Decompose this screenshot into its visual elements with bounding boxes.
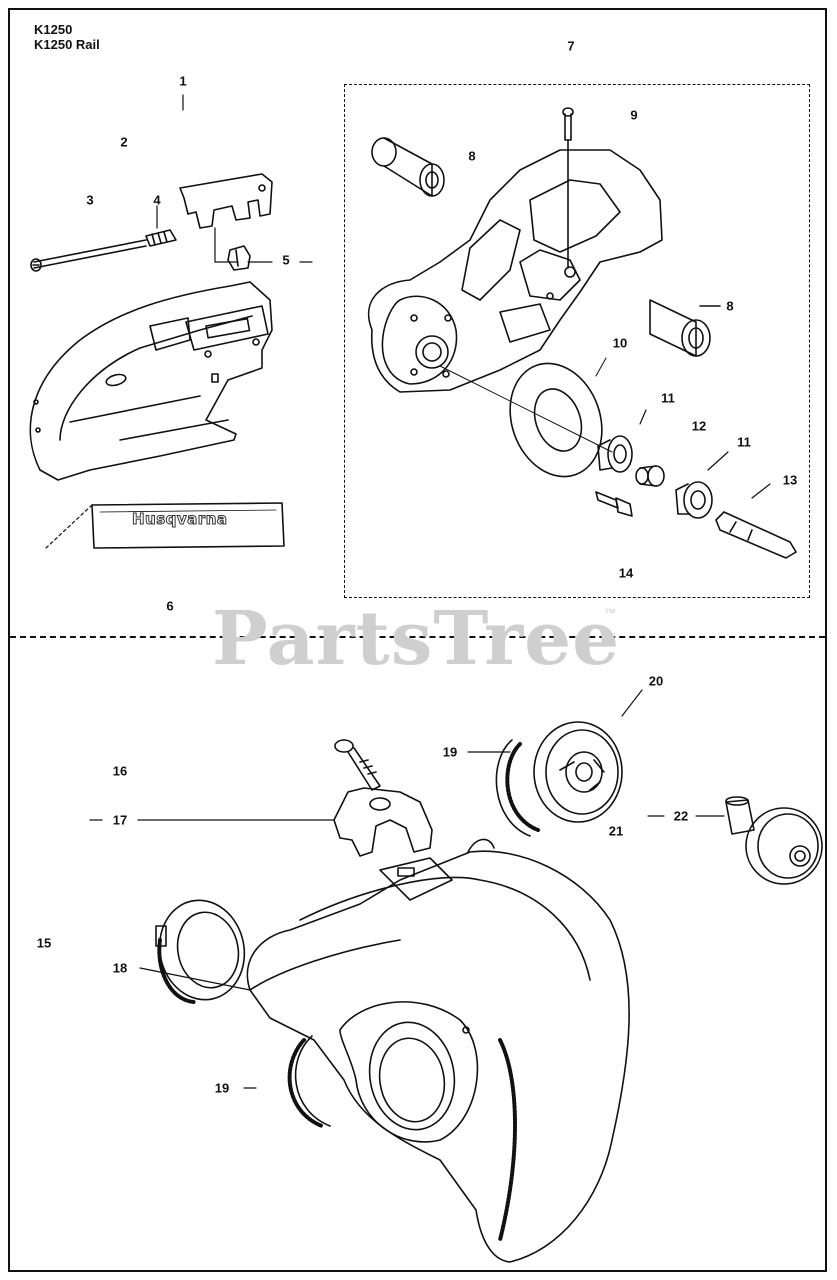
- callout-6: 6: [166, 598, 174, 614]
- leader-lines-top: [45, 94, 313, 549]
- husqvarna-decal-text: Husqvarna: [132, 510, 228, 529]
- shaft-part: [715, 511, 797, 559]
- spacer-part: [635, 465, 665, 487]
- cover-disc-part: [439, 357, 613, 478]
- callout-8-upper: 8: [468, 148, 476, 164]
- leader-lines-right: [639, 409, 771, 499]
- callout-12: 12: [691, 418, 707, 434]
- seal-ring-part: [155, 899, 246, 1004]
- roller-part: [745, 807, 823, 885]
- trademark-symbol: ™: [604, 606, 616, 620]
- bearing-2-part: [675, 481, 713, 519]
- callout-4: 4: [153, 192, 161, 208]
- belt-upper-part: [495, 739, 540, 837]
- callout-15: 15: [36, 935, 52, 951]
- bushing-lower-part: [649, 299, 721, 357]
- adjuster-screw-part: [30, 229, 177, 272]
- callout-11-second: 11: [737, 434, 751, 450]
- callout-9: 9: [630, 107, 638, 123]
- callout-1: 1: [179, 73, 187, 89]
- callout-7: 7: [567, 38, 575, 54]
- callout-19-lower: 19: [214, 1080, 230, 1096]
- leader-lines-bottom: [89, 689, 725, 1089]
- sleeve-part: [725, 796, 755, 835]
- upper-guard-cover-part: [29, 281, 273, 481]
- husqvarna-decal-part: [91, 502, 285, 549]
- callout-3: 3: [86, 192, 94, 208]
- bushing-upper-part: [371, 137, 445, 197]
- callout-16: 16: [112, 763, 128, 779]
- model-name-k1250-rail: K1250 Rail: [34, 37, 100, 52]
- blade-guard-part: [246, 838, 630, 1263]
- callout-18: 18: [112, 960, 128, 976]
- assembly-group-box: [344, 84, 810, 598]
- callout-22: 22: [673, 808, 689, 824]
- diagram-frame: [8, 8, 827, 1272]
- callout-11-first: 11: [661, 390, 675, 406]
- belt-lower-part: [287, 1035, 331, 1128]
- bracket-plate-part: [179, 173, 273, 271]
- model-name-k1250: K1250: [34, 22, 73, 37]
- clamp-screw-part: [334, 739, 381, 791]
- callout-13: 13: [782, 472, 798, 488]
- screw-part: [562, 107, 574, 269]
- clamp-block-part: [333, 787, 433, 857]
- callout-8-lower: 8: [726, 298, 734, 314]
- callout-17: 17: [112, 812, 128, 828]
- bearing-1-part: [597, 435, 633, 473]
- callout-10: 10: [612, 335, 628, 351]
- belt-pulley-part: [533, 721, 623, 823]
- partstree-watermark: PartsTree: [212, 596, 621, 682]
- callout-21: 21: [608, 823, 624, 839]
- bolt-part: [595, 491, 633, 517]
- callout-2: 2: [120, 134, 128, 150]
- callout-20: 20: [648, 673, 664, 689]
- callout-5: 5: [282, 252, 290, 268]
- callout-19-upper: 19: [442, 744, 458, 760]
- cutting-arm-part: [367, 149, 663, 393]
- callout-14: 14: [618, 565, 634, 581]
- section-divider: [10, 636, 825, 638]
